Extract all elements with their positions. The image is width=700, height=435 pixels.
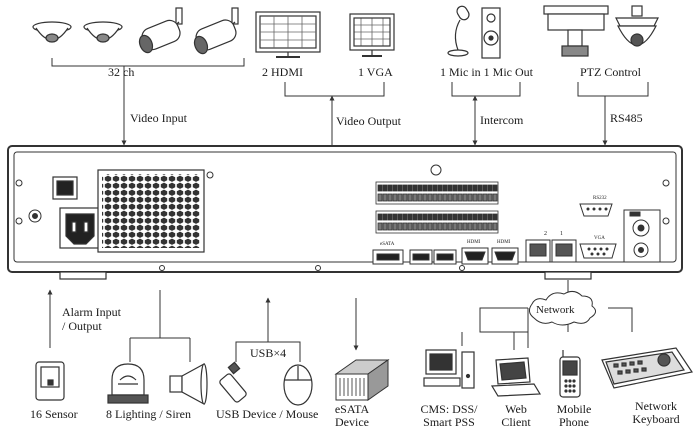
alarm-light-icon — [107, 363, 149, 404]
rs232-port-label: RS232 — [593, 196, 607, 201]
fan-vent — [97, 169, 214, 253]
hdmi-port[interactable] — [491, 247, 519, 265]
hdmi-monitor-icon — [255, 11, 321, 58]
lan-port-label: 2 — [544, 231, 547, 237]
lan-port[interactable] — [551, 239, 577, 263]
esata-port[interactable] — [372, 249, 404, 265]
desktop-computer-icon — [423, 349, 475, 389]
bullet-camera-icon — [138, 7, 183, 54]
sensor-label: 16 Sensor — [30, 407, 78, 421]
mouse-icon — [283, 364, 313, 406]
rs232-port[interactable] — [579, 203, 613, 217]
usb-count-label: USB×4 — [250, 346, 287, 360]
network-keyboard-icon — [601, 347, 693, 389]
intercom-label: Intercom — [480, 113, 524, 127]
usb-device-label: USB Device / Mouse — [216, 407, 319, 421]
sensor-icon — [35, 361, 65, 401]
mobile-phone-icon — [559, 350, 581, 398]
lan-port[interactable] — [525, 239, 551, 263]
vga-port-label: VGA — [594, 236, 605, 241]
hdmi-port-label: HDMI — [497, 240, 511, 245]
bullet-camera-icon — [193, 7, 239, 55]
panel-screws — [15, 164, 670, 271]
lighting-siren-label: 8 Lighting / Siren — [106, 407, 191, 421]
dome-camera-icon — [83, 21, 123, 43]
web-client-label: Web — [505, 402, 527, 416]
web-client-label: Client — [501, 415, 531, 429]
bottom-connector-lines — [47, 280, 633, 362]
network-keyboard-label: Keyboard — [632, 412, 680, 426]
audio-jacks[interactable] — [623, 209, 661, 263]
cameras-count-label: 32 ch — [108, 65, 135, 79]
ptz-bracket-camera-icon — [543, 5, 609, 57]
laptop-icon — [490, 357, 542, 397]
ptz-control-label: PTZ Control — [580, 65, 642, 79]
mobile-phone-label: Mobile — [556, 402, 592, 416]
mic-label: 1 Mic in 1 Mic Out — [440, 65, 533, 79]
network-label: Network — [536, 304, 575, 316]
usb-port[interactable] — [433, 249, 457, 265]
vga-output-label: 1 VGA — [358, 65, 393, 79]
alarm-terminal-block — [375, 181, 499, 234]
dome-camera-icon — [32, 21, 72, 43]
vga-monitor-icon — [349, 13, 395, 57]
usb-port[interactable] — [409, 249, 433, 265]
lan-port-label: 1 — [560, 231, 563, 237]
cms-label: Smart PSS — [423, 415, 475, 429]
esata-port-label: eSATA — [380, 242, 395, 247]
esata-device-label: eSATA — [334, 402, 370, 416]
mobile-phone-label: Phone — [559, 415, 589, 429]
alarm-io-label: / Output — [62, 319, 102, 333]
esata-device-label: Device — [335, 415, 369, 429]
microphone-icon — [447, 5, 470, 57]
siren-icon — [169, 362, 208, 406]
speed-dome-camera-icon — [615, 5, 659, 47]
network-cloud-icon — [528, 290, 596, 326]
hdmi-port-label: HDMI — [467, 240, 481, 245]
ground-terminal-icon — [28, 209, 42, 223]
rs485-label: RS485 — [610, 111, 643, 125]
cms-label: CMS: DSS/ — [420, 402, 478, 416]
vga-port[interactable] — [579, 243, 617, 259]
video-input-label: Video Input — [130, 111, 187, 125]
esata-device-icon — [334, 359, 390, 401]
power-socket[interactable] — [59, 207, 101, 249]
speaker-icon — [481, 7, 501, 59]
hdmi-port[interactable] — [461, 247, 489, 265]
power-switch[interactable] — [52, 176, 78, 200]
alarm-io-label: Alarm Input — [62, 305, 121, 319]
network-keyboard-label: Network — [635, 399, 677, 413]
top-connector-lines — [51, 58, 649, 146]
usb-drive-icon — [219, 361, 247, 403]
hdmi-output-label: 2 HDMI — [262, 65, 303, 79]
video-output-label: Video Output — [336, 114, 401, 128]
